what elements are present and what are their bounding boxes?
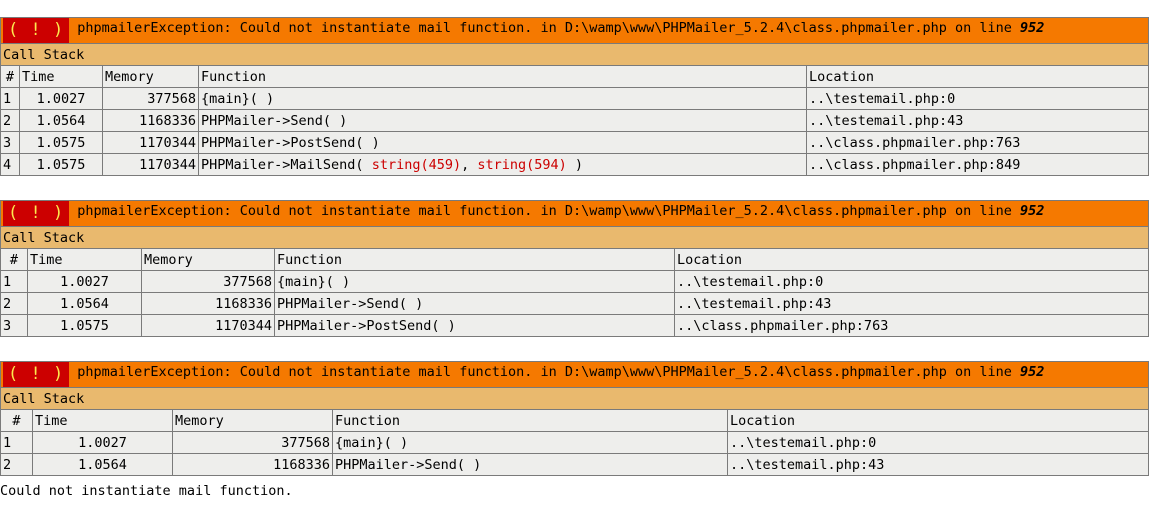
row-function: {main}( ) — [332, 431, 728, 454]
row-function: PHPMailer->Send( ) — [198, 109, 807, 132]
row-memory: 377568 — [141, 270, 275, 293]
row-time: 1.0027 — [19, 87, 103, 110]
col-header-num: # — [0, 65, 20, 88]
error-line-number: 952 — [1020, 203, 1045, 219]
row-location-link[interactable]: ..\testemail.php:43 — [726, 453, 1150, 476]
row-memory: 1168336 — [102, 109, 199, 132]
col-header-time: Time — [19, 65, 103, 88]
error-line-number: 952 — [1020, 20, 1045, 36]
xdebug-error-table-3: ( ! ) phpmailerException: Could not insta… — [0, 361, 1150, 476]
xdebug-error-table-1: ( ! ) phpmailerException: Could not insta… — [0, 17, 1150, 176]
function-arg: string(594) — [477, 156, 567, 173]
row-function: PHPMailer->Send( ) — [274, 292, 675, 315]
row-num: 3 — [0, 314, 28, 337]
row-time: 1.0027 — [27, 270, 142, 293]
row-function: PHPMailer->PostSend( ) — [198, 131, 807, 154]
row-time: 1.0027 — [32, 431, 173, 454]
error-message: phpmailerException: Could not instantiat… — [77, 203, 1020, 219]
col-header-function: Function — [198, 65, 807, 88]
row-memory: 1170344 — [141, 314, 275, 337]
row-memory: 1168336 — [141, 292, 275, 315]
error-header: ( ! ) phpmailerException: Could not insta… — [0, 17, 1150, 44]
error-bang-icon: ( ! ) — [3, 362, 70, 387]
row-time: 1.0575 — [19, 131, 103, 154]
call-stack-title-row: Call Stack — [0, 226, 1150, 249]
call-stack-title: Call Stack — [0, 43, 1150, 66]
row-memory: 1170344 — [102, 131, 199, 154]
row-num: 2 — [0, 453, 33, 476]
call-stack-title: Call Stack — [0, 387, 1150, 410]
col-header-function: Function — [332, 409, 728, 432]
row-location-link[interactable]: ..\testemail.php:0 — [805, 87, 1150, 110]
col-header-location: Location — [673, 248, 1150, 271]
stack-header-row: # Time Memory Function Location — [0, 65, 1150, 88]
row-num: 1 — [0, 431, 33, 454]
col-header-memory: Memory — [172, 409, 333, 432]
xdebug-error-table-2: ( ! ) phpmailerException: Could not insta… — [0, 200, 1150, 337]
col-header-memory: Memory — [141, 248, 275, 271]
row-memory: 1170344 — [102, 153, 199, 176]
error-bang-icon: ( ! ) — [3, 18, 70, 43]
table-row: 2 1.0564 1168336 PHPMailer->Send( ) ..\t… — [0, 292, 1150, 315]
table-row: 2 1.0564 1168336 PHPMailer->Send( ) ..\t… — [0, 453, 1150, 476]
table-row: 3 1.0575 1170344 PHPMailer->PostSend( ) … — [0, 314, 1150, 337]
error-bang-icon: ( ! ) — [3, 201, 70, 226]
row-location-link[interactable]: ..\testemail.php:0 — [726, 431, 1150, 454]
function-prefix: PHPMailer->MailSend( — [201, 156, 372, 173]
row-num: 1 — [0, 87, 20, 110]
col-header-time: Time — [32, 409, 173, 432]
error-header: ( ! ) phpmailerException: Could not insta… — [0, 361, 1150, 388]
stack-header-row: # Time Memory Function Location — [0, 409, 1150, 432]
error-message: phpmailerException: Could not instantiat… — [77, 20, 1020, 36]
function-arg: string(459) — [371, 156, 462, 173]
table-row: 1 1.0027 377568 {main}( ) ..\testemail.p… — [0, 270, 1150, 293]
row-time: 1.0564 — [19, 109, 103, 132]
row-memory: 377568 — [172, 431, 333, 454]
row-num: 3 — [0, 131, 20, 154]
row-function: {main}( ) — [198, 87, 807, 110]
col-header-function: Function — [274, 248, 675, 271]
row-memory: 377568 — [102, 87, 199, 110]
error-line-number: 952 — [1020, 364, 1045, 380]
col-header-location: Location — [805, 65, 1150, 88]
table-row: 1 1.0027 377568 {main}( ) ..\testemail.p… — [0, 87, 1150, 110]
row-num: 1 — [0, 270, 28, 293]
row-function: PHPMailer->PostSend( ) — [274, 314, 675, 337]
row-function: PHPMailer->Send( ) — [332, 453, 728, 476]
stack-header-row: # Time Memory Function Location — [0, 248, 1150, 271]
call-stack-title-row: Call Stack — [0, 43, 1150, 66]
plain-error-message: Could not instantiate mail function. — [0, 483, 293, 499]
row-location-link[interactable]: ..\class.phpmailer.php:763 — [805, 131, 1150, 154]
row-function: {main}( ) — [274, 270, 675, 293]
row-time: 1.0564 — [32, 453, 173, 476]
row-location-link[interactable]: ..\testemail.php:43 — [805, 109, 1150, 132]
row-time: 1.0564 — [27, 292, 142, 315]
table-row: 2 1.0564 1168336 PHPMailer->Send( ) ..\t… — [0, 109, 1150, 132]
error-message: phpmailerException: Could not instantiat… — [77, 364, 1020, 380]
col-header-location: Location — [726, 409, 1150, 432]
row-location-link[interactable]: ..\class.phpmailer.php:763 — [673, 314, 1150, 337]
row-time: 1.0575 — [19, 153, 103, 176]
error-header: ( ! ) phpmailerException: Could not insta… — [0, 200, 1150, 227]
row-memory: 1168336 — [172, 453, 333, 476]
col-header-num: # — [0, 248, 28, 271]
row-location-link[interactable]: ..\testemail.php:0 — [673, 270, 1150, 293]
col-header-time: Time — [27, 248, 142, 271]
row-location-link[interactable]: ..\testemail.php:43 — [673, 292, 1150, 315]
row-num: 2 — [0, 109, 20, 132]
col-header-memory: Memory — [102, 65, 199, 88]
row-function: PHPMailer->MailSend( string(459), string… — [198, 153, 807, 176]
table-row: 4 1.0575 1170344 PHPMailer->MailSend( st… — [0, 153, 1150, 176]
table-row: 3 1.0575 1170344 PHPMailer->PostSend( ) … — [0, 131, 1150, 154]
function-suffix: ) — [566, 156, 584, 173]
row-num: 4 — [0, 153, 20, 176]
row-num: 2 — [0, 292, 28, 315]
row-time: 1.0575 — [27, 314, 142, 337]
col-header-num: # — [0, 409, 33, 432]
call-stack-title: Call Stack — [0, 226, 1150, 249]
table-row: 1 1.0027 377568 {main}( ) ..\testemail.p… — [0, 431, 1150, 454]
row-location-link[interactable]: ..\class.phpmailer.php:849 — [805, 153, 1150, 176]
call-stack-title-row: Call Stack — [0, 387, 1150, 410]
